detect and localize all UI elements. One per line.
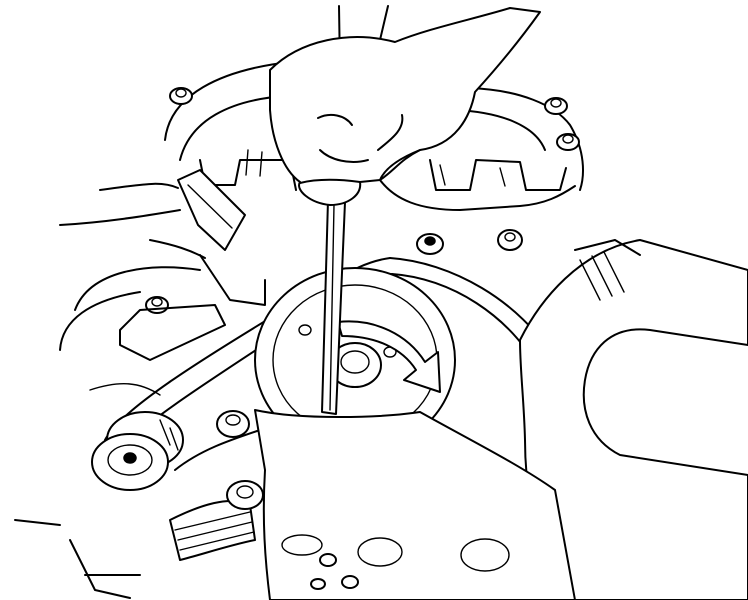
bolt-right-upper — [556, 133, 580, 151]
bolt-top-left — [169, 87, 193, 105]
left-housing — [59, 266, 226, 396]
bolt-tensioner — [216, 410, 250, 438]
bolt-top-right — [544, 97, 568, 115]
bolt-right-middle — [497, 229, 523, 251]
tensioner-spring — [169, 480, 264, 561]
right-hose — [519, 239, 748, 600]
lower-left-frame — [14, 519, 141, 599]
bottom-bracket — [254, 409, 576, 600]
bolt-left-mid — [145, 296, 169, 314]
bolt-center-top — [416, 233, 444, 255]
rotation-arrow-icon — [337, 320, 441, 393]
left-hose-connector — [59, 169, 266, 306]
hand — [269, 5, 541, 206]
tensioner-pulley — [91, 411, 184, 491]
crankshaft-pulley — [254, 267, 456, 453]
